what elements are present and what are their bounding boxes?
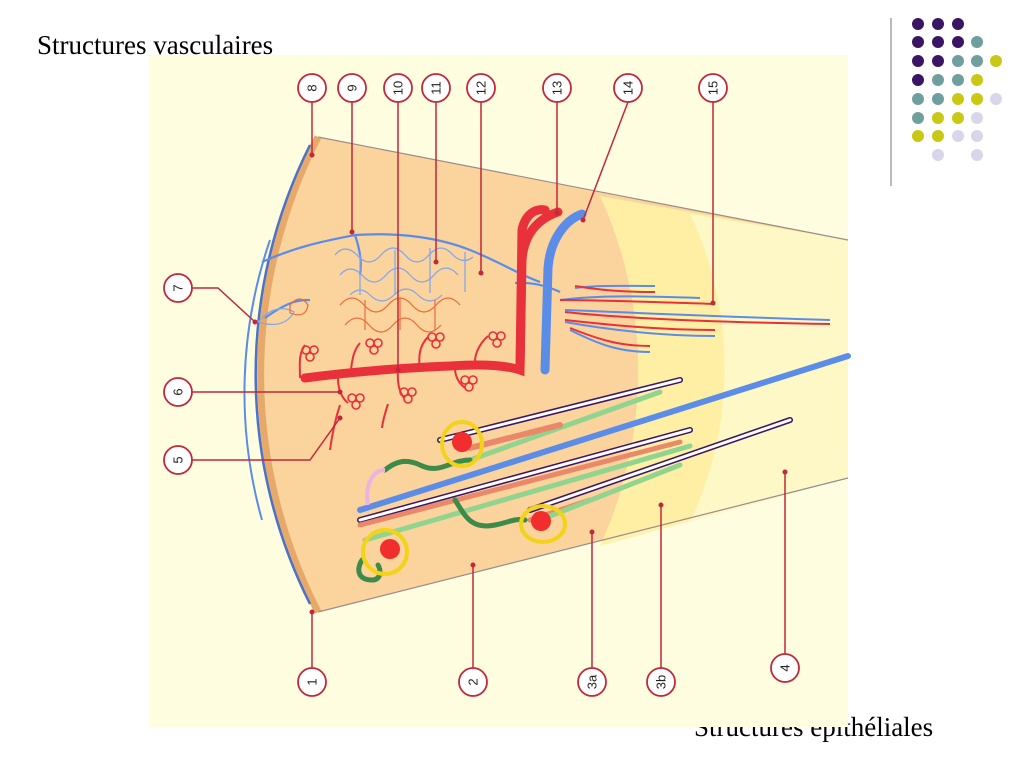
callout-6-label: 6 <box>171 388 186 395</box>
callout-leaders <box>192 101 786 668</box>
callout-1-circle <box>297 667 327 697</box>
interlobar-artery[interactable] <box>515 207 563 375</box>
interlobar-vein[interactable] <box>540 209 587 375</box>
arterial-plexus <box>289 297 461 333</box>
wedge-border <box>317 136 849 613</box>
callout-9-label: 9 <box>345 84 360 91</box>
callout-11-circle <box>421 73 451 103</box>
arcuate-artery[interactable] <box>300 205 550 383</box>
callout-14-label: 14 <box>621 81 636 95</box>
callout-15-circle <box>698 73 728 103</box>
callout-9-circle <box>337 73 367 103</box>
callout-5-label: 5 <box>171 456 186 463</box>
callout-15-label: 15 <box>706 81 721 95</box>
callout-3a-label: 3a <box>585 674 600 689</box>
callout-13-circle <box>542 73 572 103</box>
renal-capsule <box>257 135 322 614</box>
subcapsular-vein <box>243 239 271 521</box>
callout-10-label: 10 <box>391 81 406 95</box>
callout-10-circle <box>383 73 413 103</box>
decorative-dot-grid <box>912 18 1002 161</box>
callout-7-circle <box>163 273 193 303</box>
callout-12-circle <box>466 73 496 103</box>
callout-2-label: 2 <box>466 678 481 685</box>
callout-6-circle <box>163 377 193 407</box>
callout-8-circle <box>297 73 327 103</box>
callout-14-circle <box>613 73 643 103</box>
inner-medulla-region <box>690 214 848 522</box>
vasa-recta <box>559 284 831 353</box>
callout-13-label: 13 <box>550 81 565 95</box>
callout-4-circle <box>770 653 800 683</box>
callout-3a-circle <box>577 667 607 697</box>
callout-2-circle <box>458 667 488 697</box>
callout-1-label: 1 <box>305 678 320 685</box>
capsule-vein <box>254 144 312 605</box>
collecting-segments <box>365 468 386 506</box>
nephron-tubules <box>357 353 851 543</box>
callout-12-label: 12 <box>474 81 489 95</box>
callout-7-label: 7 <box>171 284 186 291</box>
callout-8-label: 8 <box>305 84 320 91</box>
callout-5-circle <box>163 445 193 475</box>
callout-dots <box>252 152 788 615</box>
callout-11-label: 11 <box>429 81 444 95</box>
callout-3b-circle <box>646 667 676 697</box>
callout-4-label: 4 <box>778 664 793 671</box>
nephron-glomeruli <box>361 420 567 576</box>
glomeruli <box>301 331 506 410</box>
callout-3b-label: 3b <box>654 675 669 689</box>
